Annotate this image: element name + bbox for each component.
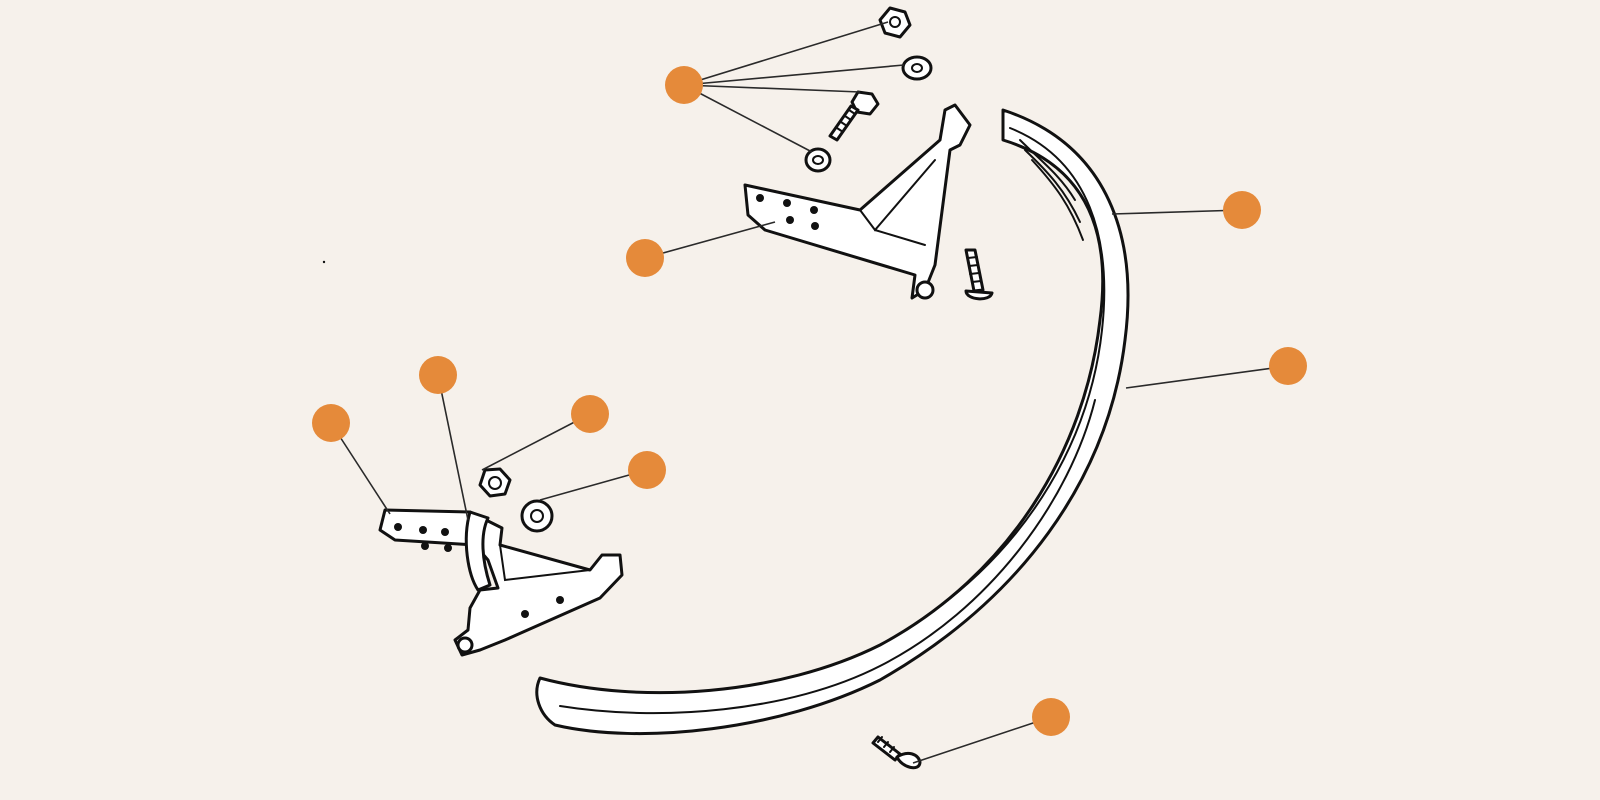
- callout-1[interactable]: [665, 66, 703, 104]
- bracket-hole: [786, 216, 794, 224]
- bracket-hole: [756, 194, 764, 202]
- hex-nut-top[interactable]: [878, 6, 912, 39]
- bumper-bar[interactable]: [535, 108, 1130, 736]
- lower-mounting-bracket[interactable]: [378, 508, 624, 657]
- carriage-bolt-upper[interactable]: [964, 248, 994, 301]
- bracket-hole: [419, 526, 427, 534]
- bracket-hole: [421, 542, 429, 550]
- bracket-hole: [810, 206, 818, 214]
- upper-mounting-bracket[interactable]: [743, 103, 972, 300]
- callout-markers: [312, 66, 1307, 736]
- callout-2[interactable]: [626, 239, 664, 277]
- callout-6[interactable]: [312, 404, 350, 442]
- washer-top[interactable]: [901, 55, 933, 81]
- hex-bolt-top[interactable]: [828, 90, 880, 142]
- bracket-eye: [915, 280, 935, 300]
- stray-dot: [322, 260, 326, 264]
- bracket-hole: [783, 199, 791, 207]
- bracket-hole: [444, 544, 452, 552]
- callout-8[interactable]: [628, 451, 666, 489]
- callout-4[interactable]: [1269, 347, 1307, 385]
- bracket-hole: [394, 523, 402, 531]
- callout-5[interactable]: [419, 356, 457, 394]
- bracket-hole: [811, 222, 819, 230]
- hex-nut-lower[interactable]: [478, 467, 512, 498]
- bracket-hole: [521, 610, 529, 618]
- washer-lower[interactable]: [520, 499, 554, 533]
- bracket-hole: [441, 528, 449, 536]
- callout-3[interactable]: [1223, 191, 1261, 229]
- bracket-hole: [556, 596, 564, 604]
- callout-9[interactable]: [1032, 698, 1070, 736]
- callout-7[interactable]: [571, 395, 609, 433]
- lock-washer-top[interactable]: [804, 147, 832, 173]
- bracket-eye: [456, 636, 474, 654]
- carriage-bolt-lower[interactable]: [871, 735, 922, 770]
